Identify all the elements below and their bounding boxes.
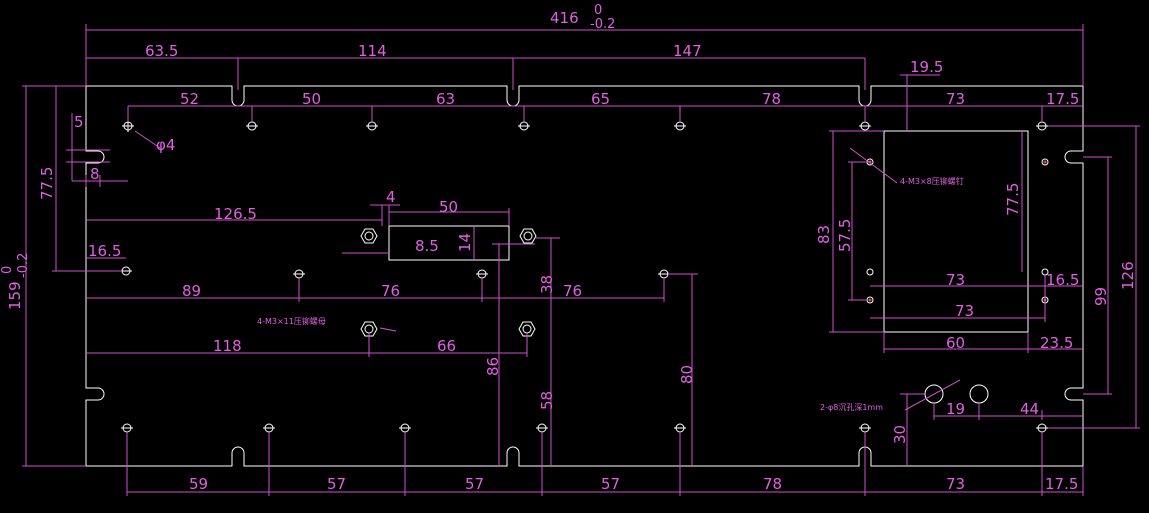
overall-width-tol-lower: -0.2 bbox=[590, 17, 615, 32]
dim-r-19: 19 bbox=[946, 400, 965, 418]
hole-diameter-label: φ4 bbox=[156, 136, 175, 154]
dim-114: 114 bbox=[358, 42, 387, 60]
dim-bot-17-5: 17.5 bbox=[1045, 475, 1078, 493]
dim-bot-78: 78 bbox=[763, 475, 782, 493]
dim-14: 14 bbox=[456, 233, 474, 252]
dim-r-83: 83 bbox=[815, 225, 833, 244]
overall-height-label: 159 bbox=[6, 281, 24, 310]
dim-bot-73: 73 bbox=[946, 475, 965, 493]
dim-r-77-5: 77.5 bbox=[1004, 183, 1022, 216]
overall-width-label: 416 bbox=[550, 9, 579, 27]
overall-height-tol-upper: 0 bbox=[0, 266, 15, 274]
note-m3-nut: 4-M3×11压铆螺母 bbox=[257, 316, 326, 326]
dim-80: 80 bbox=[678, 365, 696, 384]
overall-height-tol-lower: -0.2 bbox=[16, 253, 31, 278]
dim-top-65: 65 bbox=[591, 90, 610, 108]
dim-bot-57a: 57 bbox=[327, 475, 346, 493]
dim-147: 147 bbox=[673, 42, 702, 60]
dim-r-73a: 73 bbox=[946, 271, 965, 289]
dim-58: 58 bbox=[538, 391, 556, 410]
plate-outline bbox=[85, 85, 1084, 467]
dim-r-60: 60 bbox=[946, 334, 965, 352]
dimension-labels: 416 0 -0.2 63.5 114 147 19.5 52 50 63 65… bbox=[0, 3, 1137, 493]
overall-width-tol-upper: 0 bbox=[594, 3, 602, 18]
dim-left-5: 5 bbox=[74, 113, 84, 131]
hex-nuts bbox=[360, 228, 537, 337]
dim-r-57-5: 57.5 bbox=[836, 219, 854, 252]
dim-r-73b: 73 bbox=[955, 302, 974, 320]
dim-4: 4 bbox=[386, 188, 396, 206]
dim-left-8: 8 bbox=[90, 165, 100, 183]
dim-8-5: 8.5 bbox=[415, 237, 439, 255]
dim-r-126: 126 bbox=[1119, 261, 1137, 290]
note-m3-stud: 4-M3×8压铆螺钉 bbox=[900, 176, 964, 186]
dimension-lines bbox=[22, 24, 1140, 496]
dim-66: 66 bbox=[437, 337, 456, 355]
note-countersink: 2-φ8沉孔深1mm bbox=[820, 403, 883, 412]
dim-63-5: 63.5 bbox=[145, 42, 178, 60]
mounting-holes bbox=[120, 120, 1049, 433]
dim-50: 50 bbox=[439, 198, 458, 216]
dim-left-77-5: 77.5 bbox=[38, 167, 56, 200]
dim-86: 86 bbox=[484, 357, 502, 376]
dim-top-52: 52 bbox=[180, 90, 199, 108]
dim-top-73: 73 bbox=[946, 90, 965, 108]
dim-mid-76a: 76 bbox=[381, 282, 400, 300]
dim-126-5: 126.5 bbox=[214, 205, 257, 223]
dim-r-16-5: 16.5 bbox=[1046, 271, 1079, 289]
dim-r-44: 44 bbox=[1020, 400, 1039, 418]
dim-bot-57c: 57 bbox=[601, 475, 620, 493]
dim-38: 38 bbox=[538, 275, 556, 294]
dim-bot-57b: 57 bbox=[465, 475, 484, 493]
dim-r-23-5: 23.5 bbox=[1040, 334, 1073, 352]
dim-bot-59: 59 bbox=[189, 475, 208, 493]
module-window bbox=[883, 130, 1029, 333]
dim-top-63: 63 bbox=[436, 90, 455, 108]
dim-mid-76b: 76 bbox=[563, 282, 582, 300]
dim-top-17-5: 17.5 bbox=[1046, 90, 1079, 108]
dim-top-50: 50 bbox=[302, 90, 321, 108]
dim-mid-89: 89 bbox=[182, 282, 201, 300]
dim-r-30: 30 bbox=[891, 425, 909, 444]
dim-top-78: 78 bbox=[762, 90, 781, 108]
dim-118: 118 bbox=[213, 337, 242, 355]
dim-19-5: 19.5 bbox=[910, 58, 943, 76]
dim-16-5-left: 16.5 bbox=[88, 242, 121, 260]
connector-cutout bbox=[388, 225, 510, 261]
dim-r-99: 99 bbox=[1092, 287, 1110, 306]
